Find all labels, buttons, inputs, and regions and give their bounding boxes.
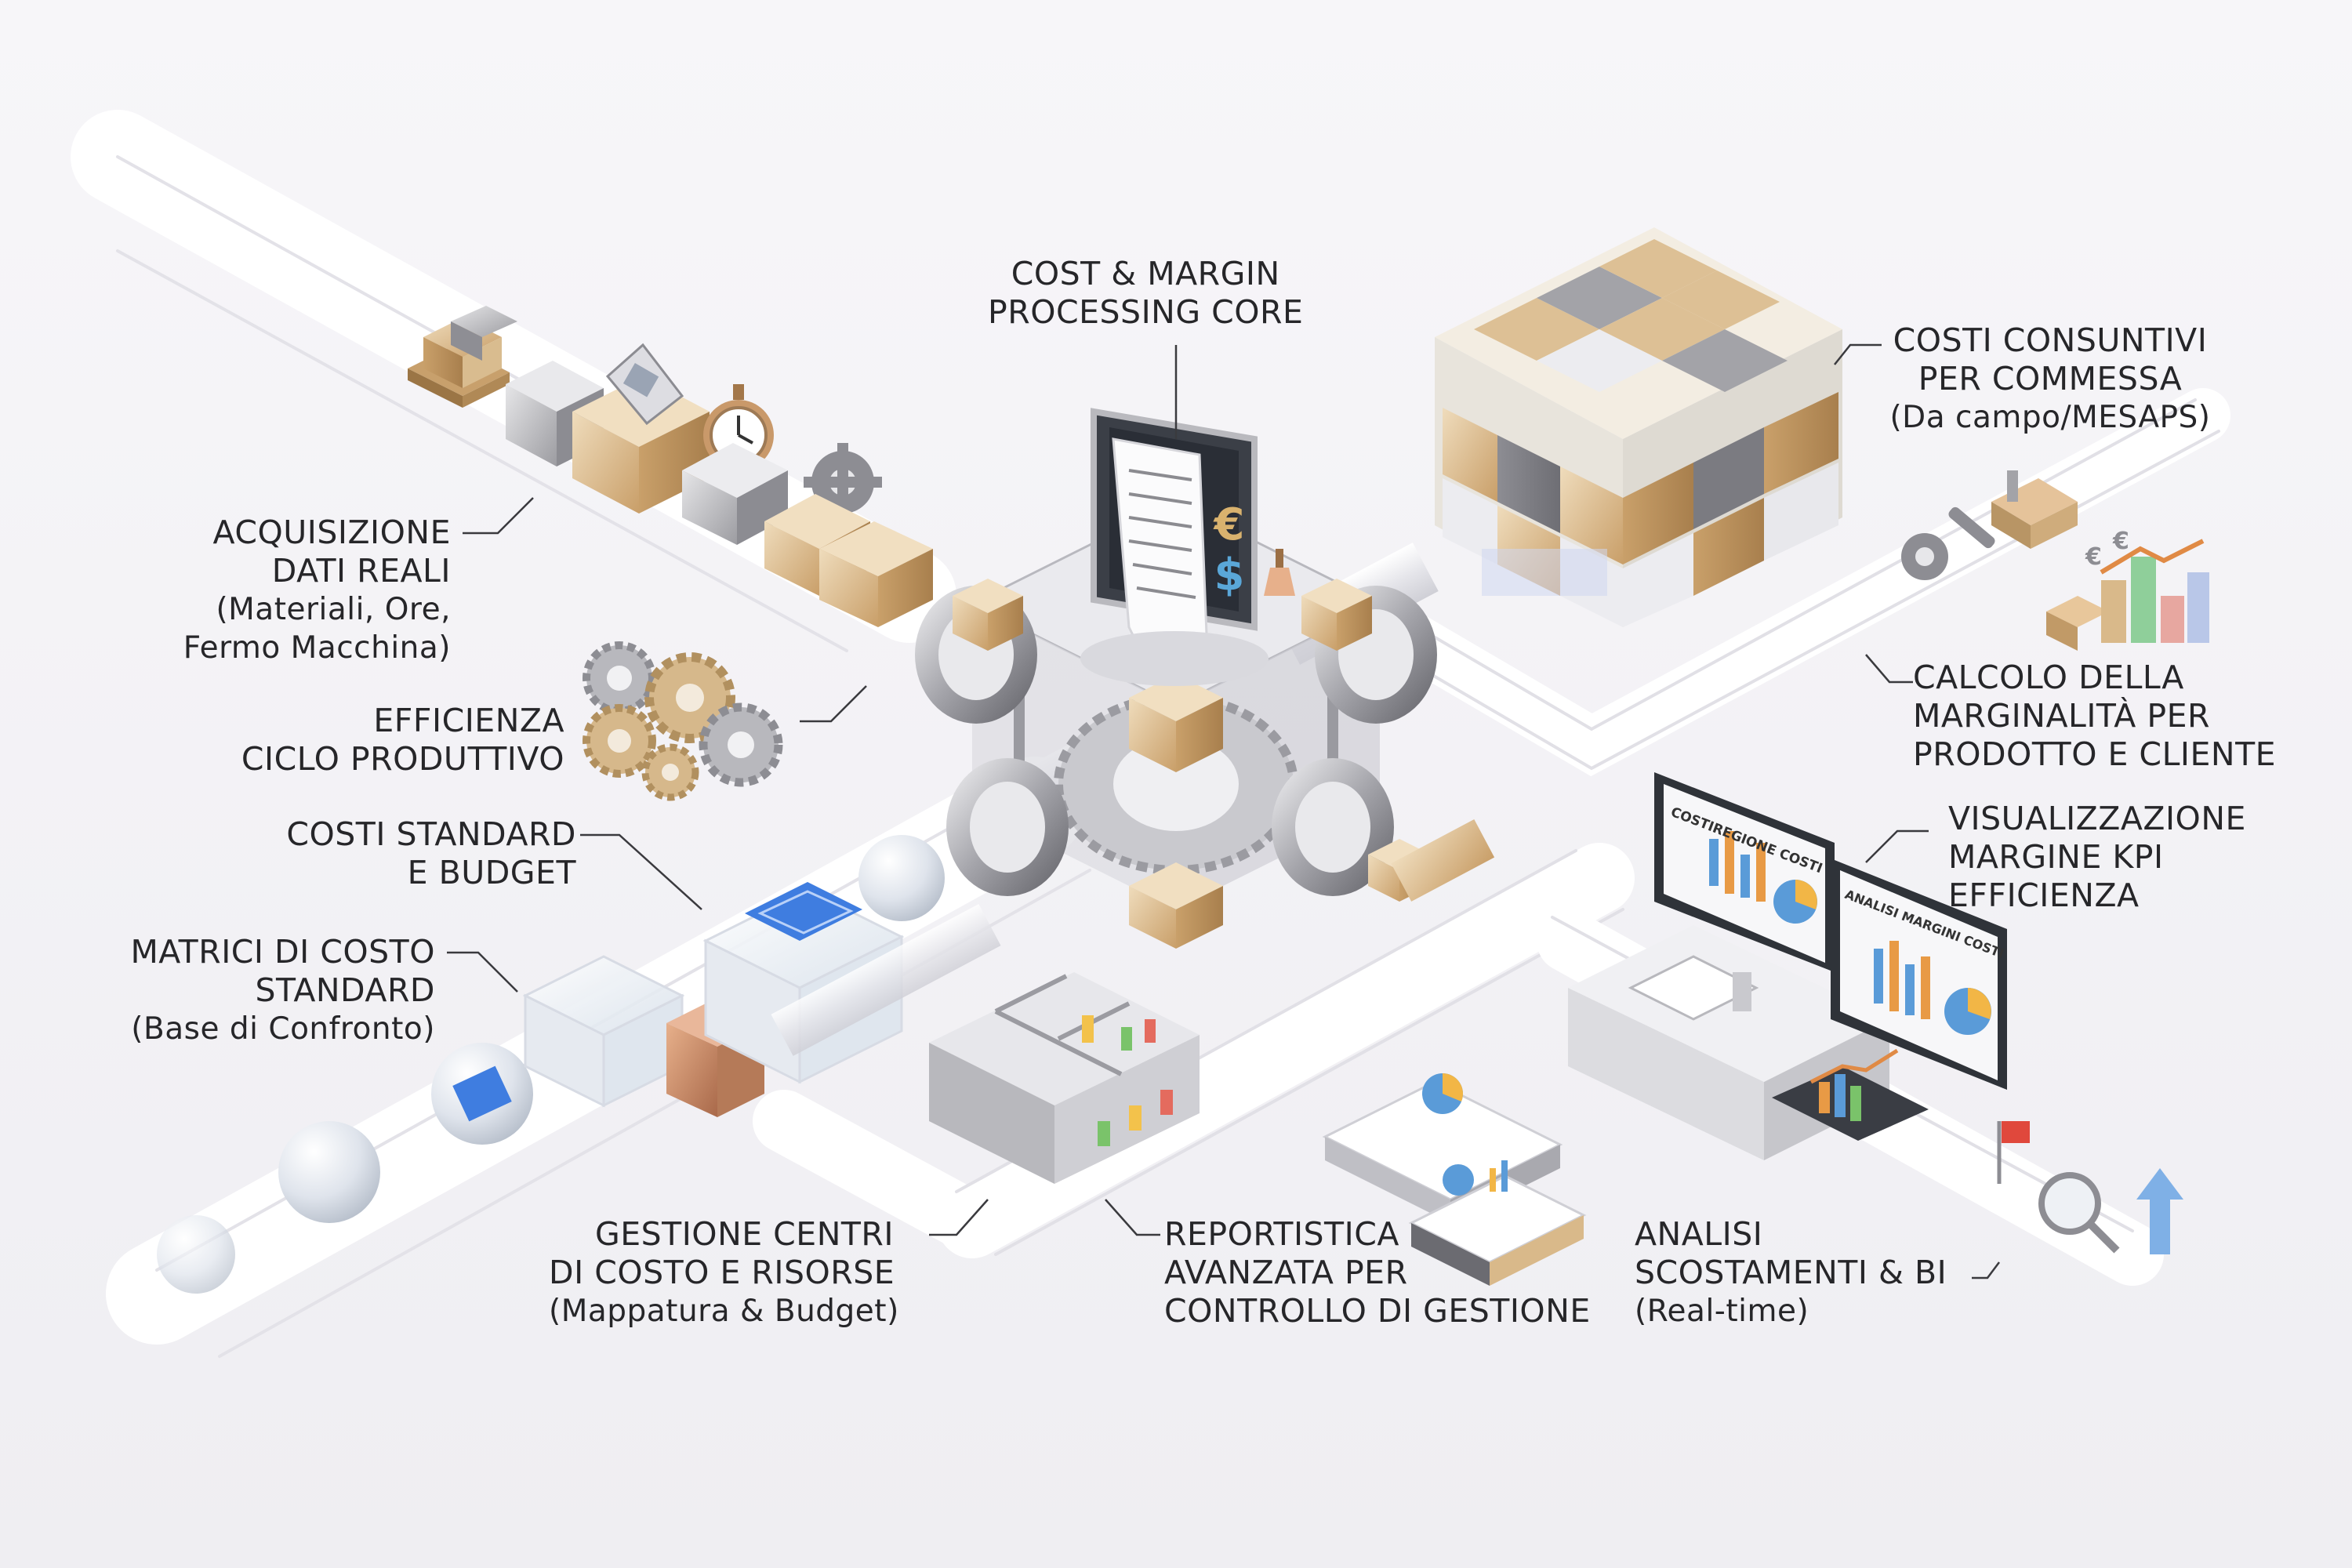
lower-tubes: [771, 818, 1495, 1056]
label-visualizzazione: VISUALIZZAZIONE MARGINE KPI EFFICIENZA: [1948, 800, 2246, 915]
calcolo-line2: MARGINALITÀ PER: [1913, 697, 2210, 735]
blueprint-sphere-icon: [452, 1065, 512, 1122]
label-efficienza: EFFICIENZA CICLO PRODUTTIVO: [204, 702, 564, 779]
gestione-line2: DI COSTO E RISORSE: [549, 1254, 895, 1291]
matrici-line1: MATRICI DI COSTO: [130, 933, 435, 971]
wrench-gear-icon: [1901, 506, 1995, 580]
cost-center-building: [929, 972, 1200, 1184]
flask-icon: [1264, 549, 1295, 596]
visualizzazione-line1: VISUALIZZAZIONE: [1948, 800, 2246, 837]
label-analisi: ANALISI SCOSTAMENTI & BI (Real-time): [1635, 1215, 1947, 1330]
cost-cube: [1435, 227, 1842, 627]
analisi-sub1: (Real-time): [1635, 1294, 1809, 1329]
tablet-chart: [1772, 1048, 1929, 1141]
label-matrici: MATRICI DI COSTO STANDARD (Base di Confr…: [110, 933, 435, 1048]
visualizzazione-line2: MARGINE KPI: [1948, 838, 2164, 876]
euro-icon: €: [1213, 499, 1245, 550]
label-costi-standard: COSTI STANDARD E BUDGET: [259, 815, 576, 892]
monitor-1: [1654, 772, 1835, 1011]
matrici-sub1: (Base di Confronto): [131, 1011, 435, 1047]
magnifier-icon: [2038, 1172, 2120, 1254]
gears-cluster: [583, 641, 783, 801]
costi-standard-line2: E BUDGET: [407, 854, 576, 891]
calcolo-line3: PRODOTTO E CLIENTE: [1913, 735, 2277, 773]
acquisizione-line2: DATI REALI: [271, 552, 451, 590]
margin-chart-icon: [2046, 539, 2209, 651]
core-monitor: [1080, 408, 1269, 686]
analisi-line1: ANALISI: [1635, 1215, 1763, 1253]
gear-icon: [804, 443, 882, 521]
visualizzazione-line3: EFFICIENZA: [1948, 877, 2140, 914]
analisi-line2: SCOSTAMENTI & BI: [1635, 1254, 1947, 1291]
matrici-line2: STANDARD: [255, 971, 435, 1009]
workstation: [1568, 925, 1889, 1160]
gestione-sub1: (Mappatura & Budget): [549, 1294, 899, 1329]
efficienza-line2: CICLO PRODUTTIVO: [241, 740, 564, 778]
gold-box-3: [819, 521, 933, 627]
calcolo-line1: CALCOLO DELLA: [1913, 659, 2184, 696]
costi-consuntivi-line1: COSTI CONSUNTIVI: [1893, 321, 2208, 359]
label-gestione: GESTIONE CENTRI DI COSTO E RISORSE (Mapp…: [549, 1215, 899, 1330]
glass-spheres: [157, 835, 945, 1294]
pallet-stack: [408, 306, 517, 408]
reportistica-line3: CONTROLLO DI GESTIONE: [1164, 1292, 1591, 1330]
steel-block-2: [682, 443, 788, 545]
acquisizione-line1: ACQUISIZIONE: [212, 514, 451, 551]
efficienza-line1: EFFICIENZA: [373, 702, 564, 739]
leader-lines: [447, 343, 2000, 1279]
label-calcolo: CALCOLO DELLA MARGINALITÀ PER PRODOTTO E…: [1913, 659, 2276, 774]
acquisizione-sub1: (Materiali, Ore,: [216, 592, 451, 627]
acquisizione-sub2: Fermo Macchina): [183, 630, 451, 666]
arrow-up-icon: [2136, 1168, 2183, 1254]
gestione-line1: GESTIONE CENTRI: [594, 1215, 894, 1253]
glass-cube-matrici: [522, 955, 685, 1108]
label-costi-consuntivi: COSTI CONSUNTIVI PER COMMESSA (Da campo/…: [1878, 321, 2223, 437]
core-title: COST & MARGIN PROCESSING CORE: [988, 255, 1303, 332]
euro-icon-small-2: €: [2112, 528, 2129, 555]
label-reportistica: REPORTISTICA AVANZATA PER CONTROLLO DI G…: [1164, 1215, 1591, 1330]
reports-stack: [1322, 1073, 1587, 1286]
costi-consuntivi-line2: PER COMMESSA: [1918, 360, 2183, 397]
reportistica-line2: AVANZATA PER: [1164, 1254, 1408, 1291]
label-acquisizione: ACQUISIZIONE DATI REALI (Materiali, Ore,…: [157, 514, 451, 667]
reportistica-line1: REPORTISTICA: [1164, 1215, 1399, 1253]
dollar-icon: $: [1214, 550, 1245, 601]
factory-icon: [1991, 470, 2078, 549]
costi-standard-line1: COSTI STANDARD: [286, 815, 576, 853]
gold-box-1: [572, 343, 710, 514]
core-title-line1: COST & MARGIN: [1011, 255, 1280, 292]
core-title-line2: PROCESSING CORE: [988, 293, 1304, 331]
monitor-2: [1831, 858, 2007, 1090]
euro-icon-small-1: €: [2085, 543, 2102, 571]
flag-icon: [1997, 1121, 2030, 1184]
costi-consuntivi-sub1: (Da campo/MESAPS): [1889, 400, 2211, 435]
